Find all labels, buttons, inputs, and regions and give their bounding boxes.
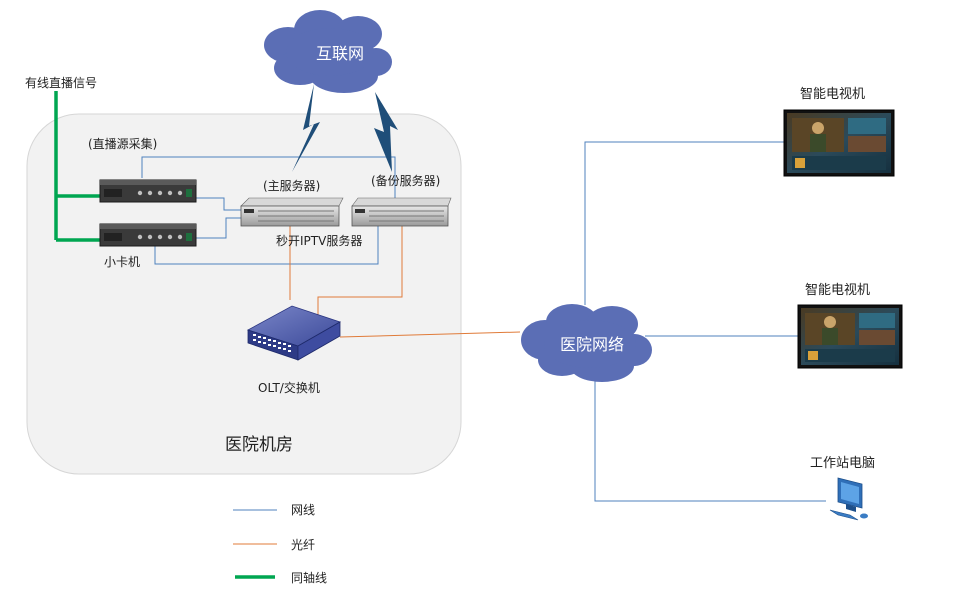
internet-cloud: [264, 10, 392, 93]
legend: 网线 光纤 同轴线: [233, 503, 327, 585]
olt-switch-label: OLT/交换机: [258, 380, 320, 395]
capture-encoder-device-1: [99, 179, 197, 203]
smart-tv-2-device: [797, 304, 903, 369]
legend-network-cable-label: 网线: [291, 503, 315, 517]
iptv-server-label: 秒开IPTV服务器: [276, 233, 362, 248]
live-capture-label: (直播源采集): [88, 136, 157, 151]
machine-room-area: [26, 113, 462, 475]
lightning-bolt-backup-icon: [374, 92, 398, 172]
legend-fiber-label: 光纤: [291, 538, 315, 552]
card-machine-label: 小卡机: [104, 255, 140, 269]
card-machine-device: [99, 223, 197, 247]
coax-lines: [54, 91, 100, 242]
network-cable-lines: [141, 141, 826, 502]
smart-tv-1-label: 智能电视机: [800, 87, 865, 102]
hospital-network-label: 医院网络: [560, 335, 624, 354]
smart-tv-2-label: 智能电视机: [805, 283, 870, 298]
smart-tv-1-device: [783, 109, 895, 177]
cable-signal-label: 有线直播信号: [25, 76, 97, 90]
olt-switch-device: [246, 305, 341, 361]
main-server-device: [240, 197, 344, 227]
lightning-bolt-main-icon: [292, 84, 320, 172]
backup-server-device: [351, 197, 452, 227]
internet-label: 互联网: [316, 44, 364, 63]
legend-coax-label: 同轴线: [291, 570, 327, 585]
main-server-label: (主服务器): [263, 178, 320, 193]
fiber-lines: [289, 226, 521, 338]
machine-room-label: 医院机房: [225, 435, 293, 455]
hospital-network-cloud: [521, 304, 652, 382]
workstation-label: 工作站电脑: [810, 456, 875, 471]
backup-server-label: (备份服务器): [371, 173, 440, 188]
workstation-computer-icon: [829, 477, 868, 521]
